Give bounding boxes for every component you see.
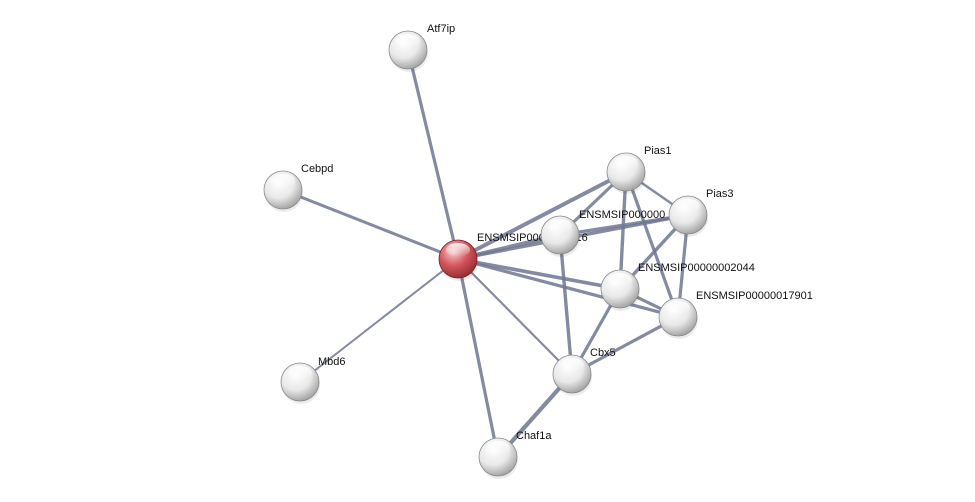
node-pias1[interactable]: Pias1 (606, 145, 672, 194)
node-label-cebpd: Cebpd (301, 163, 333, 175)
node-ens17901[interactable]: ENSMSIP00000017901 (658, 290, 813, 339)
node-highlight (486, 441, 510, 455)
node-label-ens2044: ENSMSIP00000002044 (638, 262, 755, 274)
node-highlight (666, 301, 690, 315)
node-pias3[interactable]: Pias3 (668, 188, 734, 237)
node-atf7ip[interactable]: Atf7ip (388, 23, 455, 72)
edge-ens_a-cbx5[interactable] (558, 233, 574, 376)
node-highlight (560, 358, 584, 372)
node-mbd6[interactable]: Mbd6 (280, 356, 346, 404)
edge-pias1-ens17901[interactable] (624, 170, 680, 319)
node-label-ens_a: ENSMSIP000000 (579, 209, 665, 221)
node-highlight (548, 219, 572, 233)
node-highlight (446, 243, 470, 257)
edge-query-mbd6[interactable] (299, 258, 459, 383)
node-highlight (271, 174, 295, 188)
node-highlight (614, 156, 638, 170)
nodes-layer: Atf7ipCebpdENSMSIP0000002516Mbd6Chaf1aEN… (263, 23, 813, 479)
edge-query-cbx5[interactable] (456, 257, 574, 376)
node-highlight (676, 199, 700, 213)
edge-query-chaf1a[interactable] (456, 257, 500, 459)
node-ens_a[interactable]: ENSMSIP000000 (540, 209, 665, 257)
edge-query-cebpd[interactable] (281, 188, 460, 261)
node-label-mbd6: Mbd6 (318, 356, 346, 368)
node-label-pias3: Pias3 (706, 188, 734, 200)
node-cebpd[interactable]: Cebpd (263, 163, 333, 212)
node-chaf1a[interactable]: Chaf1a (478, 430, 552, 479)
edge-pias3-ens_a[interactable] (558, 213, 690, 237)
node-label-cbx5: Cbx5 (590, 347, 616, 359)
node-ens2044[interactable]: ENSMSIP00000002044 (600, 262, 755, 311)
edge-query-pias1[interactable] (456, 170, 628, 261)
node-highlight (396, 34, 420, 48)
node-highlight (608, 273, 632, 287)
edges-layer (281, 48, 690, 460)
node-label-pias1: Pias1 (644, 145, 672, 157)
edge-pias1-ens2044[interactable] (618, 170, 628, 291)
node-highlight (288, 366, 312, 380)
edge-query-ens2044[interactable] (456, 257, 622, 291)
edge-query-atf7ip[interactable] (406, 48, 460, 261)
edge-query-ens17901[interactable] (456, 257, 680, 319)
node-cbx5[interactable]: Cbx5 (552, 347, 616, 396)
node-label-ens17901: ENSMSIP00000017901 (696, 290, 813, 302)
edge-ens17901-cbx5[interactable] (570, 315, 680, 376)
node-label-atf7ip: Atf7ip (427, 23, 455, 35)
node-label-chaf1a: Chaf1a (516, 430, 552, 442)
